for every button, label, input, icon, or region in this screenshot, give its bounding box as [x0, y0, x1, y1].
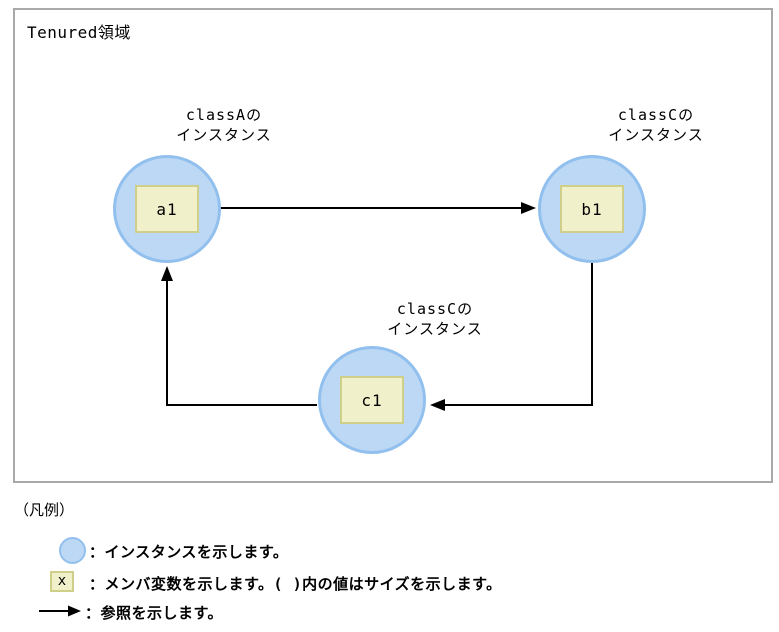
- legend-title: （凡例）: [14, 501, 75, 519]
- instance-circle-icon: [59, 537, 86, 564]
- legend-reference-text: ：参照を示します。: [85, 604, 224, 622]
- member-variable-label-b1: b1: [581, 199, 603, 219]
- reference-arrow-b1-to-c1: [430, 262, 593, 411]
- reference-arrows-layer: [161, 202, 593, 411]
- class-label-a1-line1: classAの: [185, 106, 263, 124]
- class-label-a1: classAの インスタンス: [134, 105, 314, 145]
- reference-arrow-c1-to-a1: [161, 266, 317, 406]
- legend-member-variable-text: ：メンバ変数を示します。( )内の値はサイズを示します。: [89, 575, 502, 593]
- class-label-c1-line2: インスタンス: [387, 320, 483, 338]
- class-label-b1-line2: インスタンス: [608, 126, 704, 144]
- member-variable-box-icon: x: [50, 571, 74, 592]
- member-variable-label-a1: a1: [156, 199, 178, 219]
- member-variable-box-a1: a1: [135, 185, 199, 233]
- member-variable-box-c1: c1: [340, 376, 404, 424]
- legend-instance-text: ：インスタンスを示します。: [89, 543, 289, 561]
- reference-arrow-a1-to-b1: [220, 202, 536, 214]
- instance-node-b1: b1: [538, 155, 646, 263]
- class-label-b1: classCの インスタンス: [566, 105, 746, 145]
- tenured-area-frame: Tenured領域 classAの インスタンス classCの インスタンス: [13, 8, 773, 483]
- class-label-b1-line1: classCの: [617, 106, 695, 124]
- class-label-c1-line1: classCの: [396, 300, 474, 318]
- tenured-area-title: Tenured領域: [27, 23, 131, 42]
- member-variable-label-c1: c1: [361, 390, 383, 410]
- instance-node-a1: a1: [113, 155, 221, 263]
- member-variable-box-b1: b1: [560, 185, 624, 233]
- member-variable-box-icon-label: x: [57, 573, 67, 589]
- class-label-c1: classCの インスタンス: [345, 299, 525, 339]
- instance-node-c1: c1: [318, 346, 426, 454]
- reference-arrow-icon: [39, 605, 81, 617]
- class-label-a1-line2: インスタンス: [176, 126, 272, 144]
